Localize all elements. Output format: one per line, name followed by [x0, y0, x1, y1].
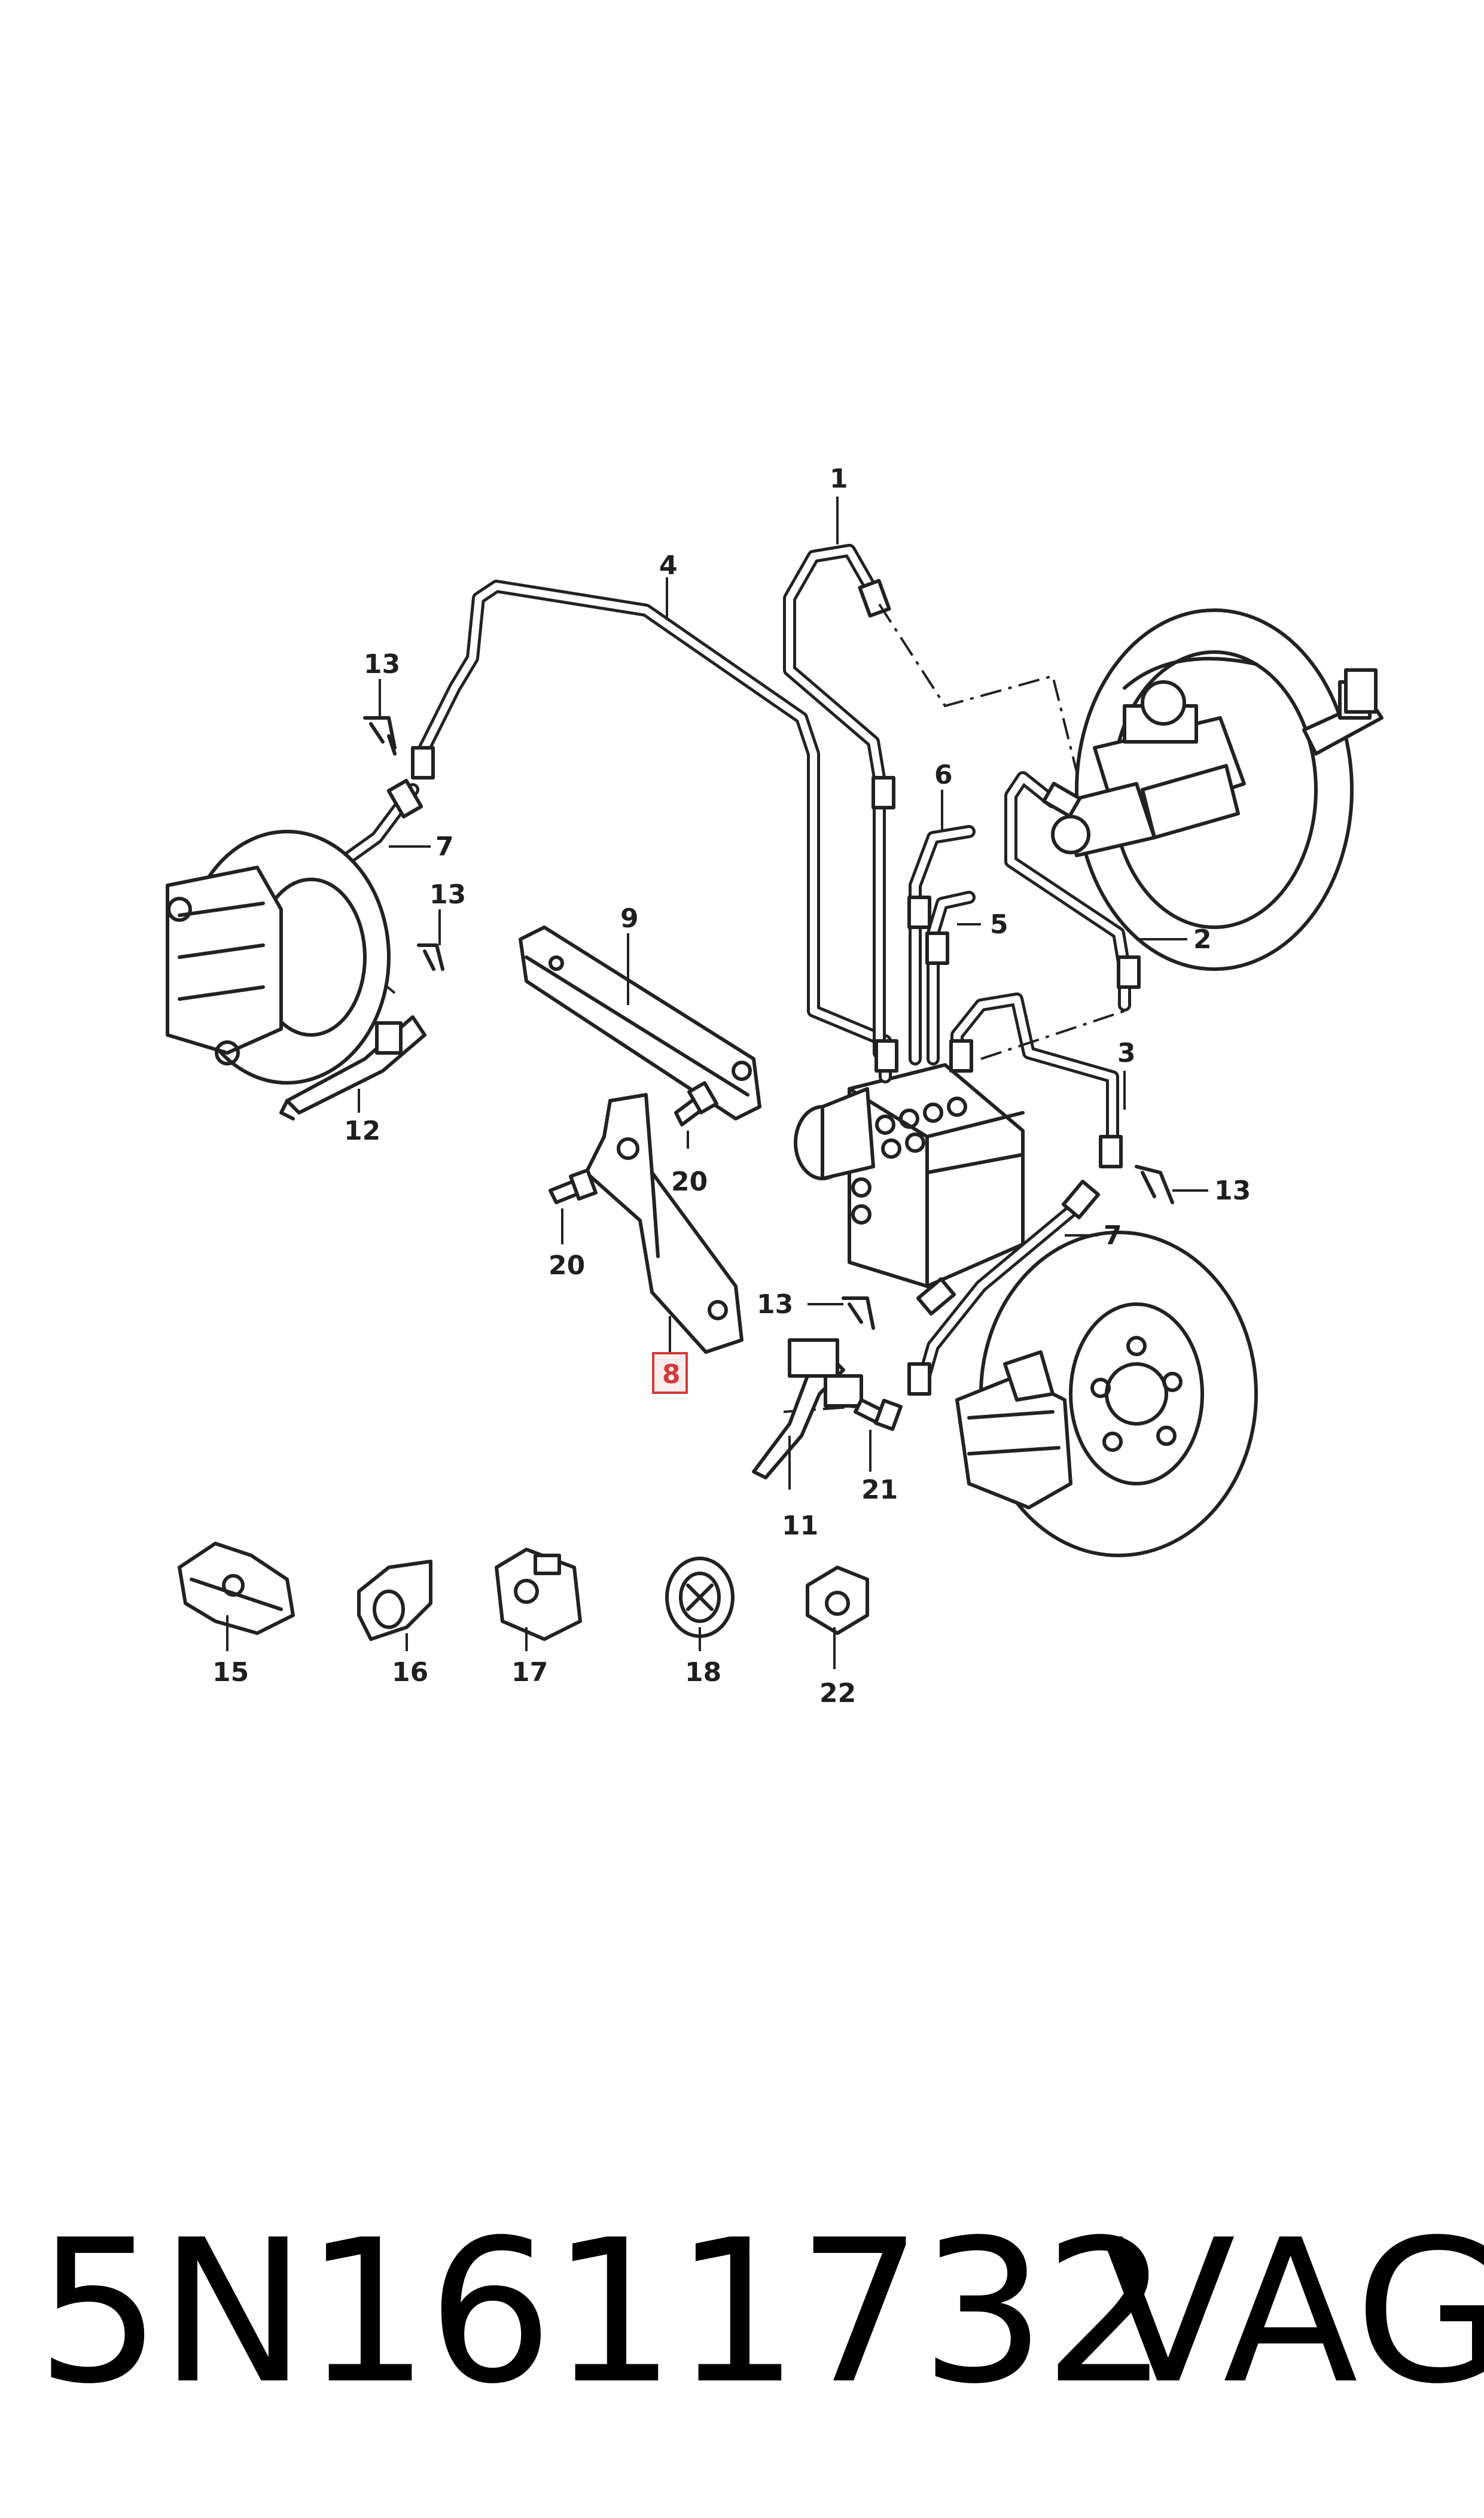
callout-8-highlight[interactable]: 8 [652, 1352, 688, 1394]
callout-8: 8 [662, 1359, 681, 1390]
brand-name: VAG [1101, 2197, 1484, 2427]
bracket-8 [584, 1093, 743, 1354]
part-number: 5N1611732 [36, 2197, 1169, 2427]
small-part-16 [357, 1560, 432, 1641]
callout-22: 22 [819, 1678, 856, 1709]
callout-20-left: 20 [548, 1250, 585, 1281]
callout-labels: 1 4 6 5 2 3 7 7 9 12 13 13 13 13 20 20 1… [212, 464, 1251, 1709]
exploded-parts-diagram: 1 4 6 5 2 3 7 7 9 12 13 13 13 13 20 20 1… [166, 464, 1384, 1709]
callout-9: 9 [620, 903, 639, 934]
bolts [548, 1081, 903, 1431]
callout-18: 18 [685, 1657, 721, 1688]
callout-13-right: 13 [1214, 1176, 1251, 1206]
callout-7-left: 7 [435, 832, 454, 862]
callout-3: 3 [1117, 1038, 1136, 1068]
abs-hydraulic-unit [794, 1063, 1025, 1288]
small-part-17 [495, 1548, 582, 1641]
small-part-22 [806, 1566, 869, 1635]
master-cylinder [1051, 680, 1246, 857]
clips-13 [363, 716, 1174, 1330]
callout-21: 21 [861, 1475, 898, 1505]
callout-13-mid-left: 13 [429, 879, 466, 910]
callout-6: 6 [934, 760, 953, 790]
small-part-18 [665, 1557, 735, 1638]
callout-4: 4 [659, 550, 678, 581]
callout-15: 15 [212, 1657, 249, 1688]
callout-2: 2 [1193, 924, 1212, 955]
bracket-12 [279, 1015, 426, 1121]
callout-1: 1 [830, 464, 848, 494]
bracket-11 [752, 1338, 863, 1479]
left-brake-assembly [166, 830, 391, 1085]
bracket-9 [519, 925, 761, 1121]
callout-11: 11 [782, 1511, 818, 1541]
callout-5: 5 [990, 909, 1008, 940]
callout-13-center: 13 [757, 1289, 793, 1320]
right-brake-assembly [955, 1231, 1258, 1557]
callout-16: 16 [392, 1657, 428, 1688]
leader-lines [226, 497, 1208, 1669]
callout-13-top-left: 13 [364, 649, 400, 680]
small-part-15 [178, 1542, 295, 1635]
callout-12: 12 [344, 1116, 380, 1146]
callout-7-right: 7 [1104, 1220, 1122, 1251]
callout-17: 17 [511, 1657, 548, 1688]
callout-20-center: 20 [671, 1167, 708, 1197]
